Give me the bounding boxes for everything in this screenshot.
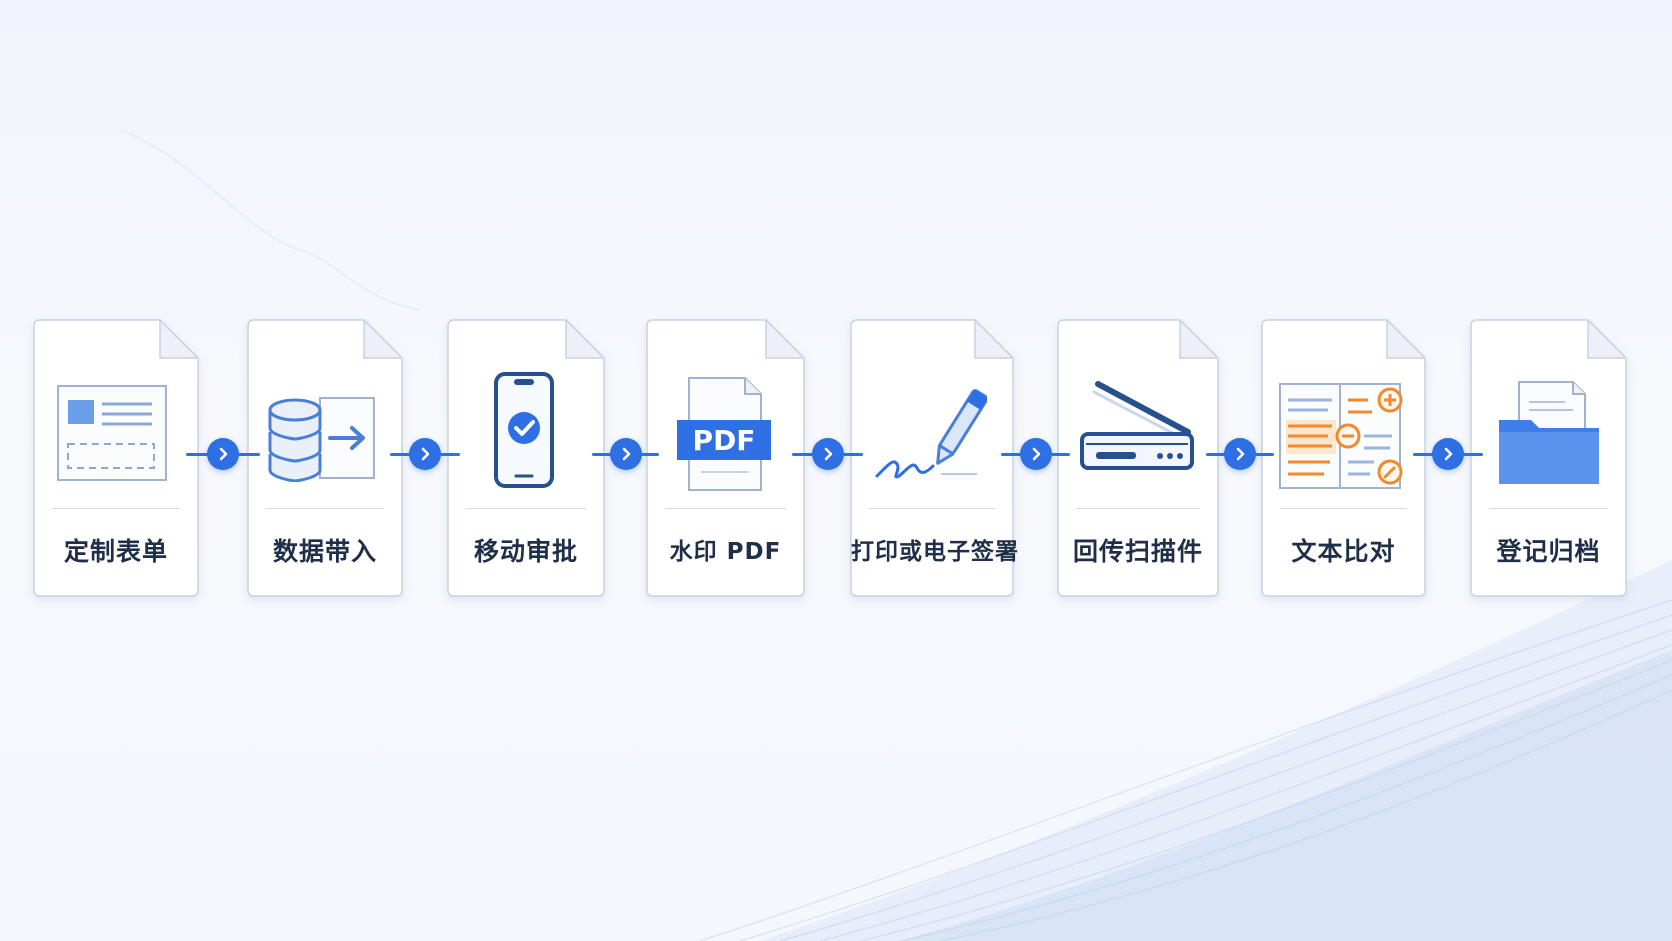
database-import-icon xyxy=(266,392,378,486)
chevron-right-icon xyxy=(1224,438,1256,470)
step-label: 打印或电子签署 xyxy=(851,539,1019,565)
step-card-3: 移动审批 xyxy=(447,319,605,597)
chevron-right-icon xyxy=(1020,438,1052,470)
step-card-2: 数据带入 xyxy=(247,319,403,597)
chevron-right-icon xyxy=(1432,438,1464,470)
step-label: 数据带入 xyxy=(272,537,377,566)
folder-archive-icon xyxy=(1495,378,1603,494)
chevron-right-icon xyxy=(409,438,441,470)
card-divider xyxy=(266,508,384,509)
card-divider xyxy=(52,508,180,509)
chevron-right-icon xyxy=(610,438,642,470)
step-card-4: PDF 水印 PDF xyxy=(646,319,805,597)
pdf-badge-text: PDF xyxy=(693,424,756,457)
card-divider xyxy=(1280,508,1407,509)
step-card-5: 打印或电子签署 xyxy=(850,319,1019,597)
step-card-1: 定制表单 xyxy=(33,319,199,597)
card-divider xyxy=(1489,508,1608,509)
card-divider xyxy=(466,508,586,509)
card-divider xyxy=(665,508,786,509)
form-icon xyxy=(56,382,168,490)
step-label: 移动审批 xyxy=(473,537,578,566)
step-label: 定制表单 xyxy=(63,537,168,566)
mobile-approval-icon xyxy=(492,370,556,494)
step-label: 文本比对 xyxy=(1291,537,1396,566)
scanner-icon xyxy=(1078,378,1196,482)
card-divider xyxy=(1076,508,1200,509)
pdf-file-icon: PDF xyxy=(675,376,775,498)
step-card-7: 文本比对 xyxy=(1261,319,1426,597)
text-compare-icon xyxy=(1278,380,1404,496)
step-label: 登记归档 xyxy=(1496,537,1601,566)
step-card-6: 回传扫描件 xyxy=(1057,319,1219,597)
chevron-right-icon xyxy=(207,438,239,470)
document-card-shape xyxy=(850,319,1014,597)
step-card-8: 登记归档 xyxy=(1470,319,1627,597)
step-label: 回传扫描件 xyxy=(1072,537,1203,566)
step-label: 水印 PDF xyxy=(669,539,782,565)
chevron-right-icon xyxy=(812,438,844,470)
card-divider xyxy=(869,508,995,509)
pen-signature-icon xyxy=(873,382,989,490)
